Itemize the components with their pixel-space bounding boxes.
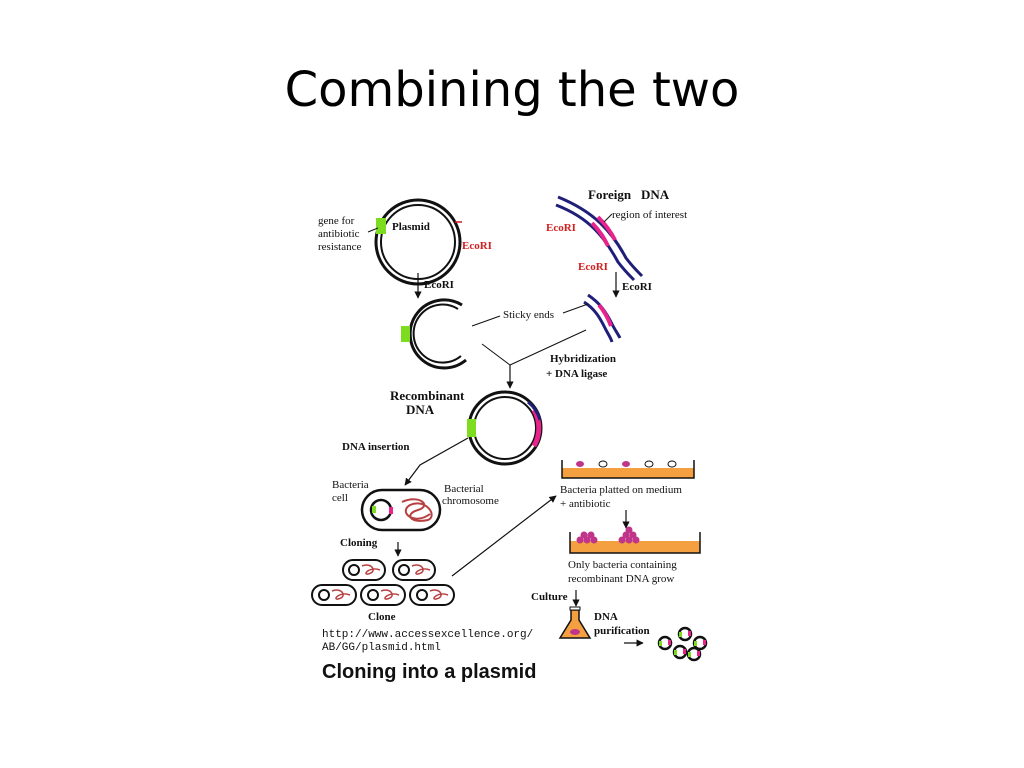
- cut-fragment-group: [583, 293, 622, 343]
- clone-cell: [311, 584, 357, 606]
- recombinant-grow-label: recombinant DNA grow: [568, 573, 674, 585]
- bacteria-cell-group: Bacteria cell Bacterial chromosome: [332, 479, 499, 532]
- only-bacteria-label: Only bacteria containing: [568, 559, 677, 571]
- cut-plasmid-arc-inner: [412, 303, 462, 364]
- recombinant-group: Recombinant DNA: [390, 388, 543, 466]
- plasmid-group: Plasmid gene for antibiotic resistance E…: [318, 198, 492, 286]
- plate-1-dish: [561, 460, 695, 479]
- flask-neck: [569, 606, 581, 611]
- dna-purif-label-2: purification: [594, 625, 650, 637]
- fragment-strand-1: [587, 293, 622, 339]
- foreign-insert-2: [590, 221, 610, 247]
- fragment-strand-2: [583, 300, 614, 343]
- cut-plasmid-arc: [408, 298, 467, 370]
- sticky-pointer-left: [471, 315, 501, 327]
- flask-colony: [570, 629, 580, 635]
- plate-2-dish: [569, 532, 701, 554]
- slide-title: Combining the two: [284, 62, 740, 118]
- recombinant-dna-label: DNA: [406, 402, 435, 417]
- ecori-plasmid-label: EcoRI: [462, 240, 492, 252]
- plate-2-medium: [570, 541, 700, 553]
- colony-cluster-2: [618, 526, 640, 544]
- bacteria-platted-label: Bacteria platted on medium: [560, 484, 682, 496]
- gene-pointer: [367, 227, 379, 233]
- purified-plasmid: [672, 644, 688, 660]
- source-url-line-1: http://www.accessexcellence.org/: [322, 629, 533, 641]
- hybrid-line-right: [509, 329, 587, 366]
- cloning-label: Cloning: [340, 537, 378, 549]
- gene-for-label: gene for: [318, 215, 355, 227]
- foreign-strand-1: [557, 195, 644, 278]
- plate-1: [561, 460, 695, 479]
- clone-cell: [342, 559, 386, 581]
- dna-ligase-label: + DNA ligase: [546, 368, 607, 380]
- recombinant-resistance-gene: [467, 419, 476, 437]
- insertion-arrow: [404, 437, 469, 486]
- bacteria-cell: [360, 488, 442, 532]
- ecori-step1-label: EcoRI: [424, 279, 454, 291]
- region-of-interest-label: region of interest: [612, 209, 687, 221]
- clone-label: Clone: [368, 611, 396, 623]
- purified-plasmids: [657, 626, 708, 662]
- foreign-dna-label: DNA: [641, 187, 670, 202]
- ecori-step2-label: EcoRI: [622, 281, 652, 293]
- flask: [558, 606, 592, 639]
- to-plate-arrow: [451, 495, 557, 577]
- hybrid-line-left: [481, 343, 511, 366]
- plasmid-circle-inner: [380, 204, 456, 280]
- cell-plasmid-insert: [389, 507, 393, 514]
- cut-resistance-gene: [401, 326, 410, 342]
- plate-1-medium: [562, 468, 694, 478]
- clone-cell: [360, 584, 406, 606]
- cell-plasmid-gene: [372, 506, 376, 513]
- culture-label: Culture: [531, 591, 568, 603]
- recombinant-label: Recombinant: [390, 388, 465, 403]
- plus-antibiotic-label: + antibiotic: [560, 498, 611, 510]
- fragment-insert: [597, 303, 613, 327]
- foreign-insert-1: [596, 215, 617, 241]
- plate-2: [569, 526, 701, 554]
- foreign-label: Foreign: [588, 187, 632, 202]
- ecori-foreign-top-label: EcoRI: [546, 222, 576, 234]
- region-pointer: [603, 213, 613, 223]
- bacterial-chromosome: [401, 498, 433, 522]
- cell-label: cell: [332, 492, 348, 504]
- plasmid-circle: [374, 198, 462, 286]
- foreign-dna-group: Foreign DNA region of interest EcoRI Eco…: [546, 187, 687, 282]
- sticky-ends-label: Sticky ends: [503, 309, 554, 321]
- plasmid-label: Plasmid: [392, 221, 430, 233]
- recombinant-foreign: [527, 400, 542, 421]
- diagram-caption: Cloning into a plasmid: [322, 661, 536, 683]
- cut-plasmid-group: [401, 298, 467, 370]
- clone-cell: [409, 584, 455, 606]
- purified-plasmid: [692, 635, 708, 651]
- bacterial-label: Bacterial: [444, 483, 484, 495]
- sticky-pointer-right: [562, 303, 589, 314]
- hybridization-label: Hybridization: [550, 353, 616, 365]
- recombinant-circle-inner: [473, 396, 537, 460]
- purified-plasmid: [657, 635, 673, 651]
- purified-plasmid: [686, 646, 702, 662]
- clone-cell: [392, 559, 436, 581]
- clone-cells: [311, 559, 455, 606]
- antibiotic-label: antibiotic: [318, 228, 360, 240]
- chromosome-label: chromosome: [442, 495, 499, 507]
- resistance-gene: [376, 218, 386, 234]
- ecori-foreign-bottom-label: EcoRI: [578, 261, 608, 273]
- foreign-strand-2: [555, 203, 636, 282]
- source-url-line-2: AB/GG/plasmid.html: [322, 642, 441, 654]
- purified-plasmid: [677, 626, 693, 642]
- colony-cluster-1: [576, 531, 598, 544]
- dna-insertion-label: DNA insertion: [342, 441, 410, 453]
- dna-purif-label-1: DNA: [594, 611, 618, 623]
- bacteria-label: Bacteria: [332, 479, 369, 491]
- resistance-label: resistance: [318, 241, 361, 253]
